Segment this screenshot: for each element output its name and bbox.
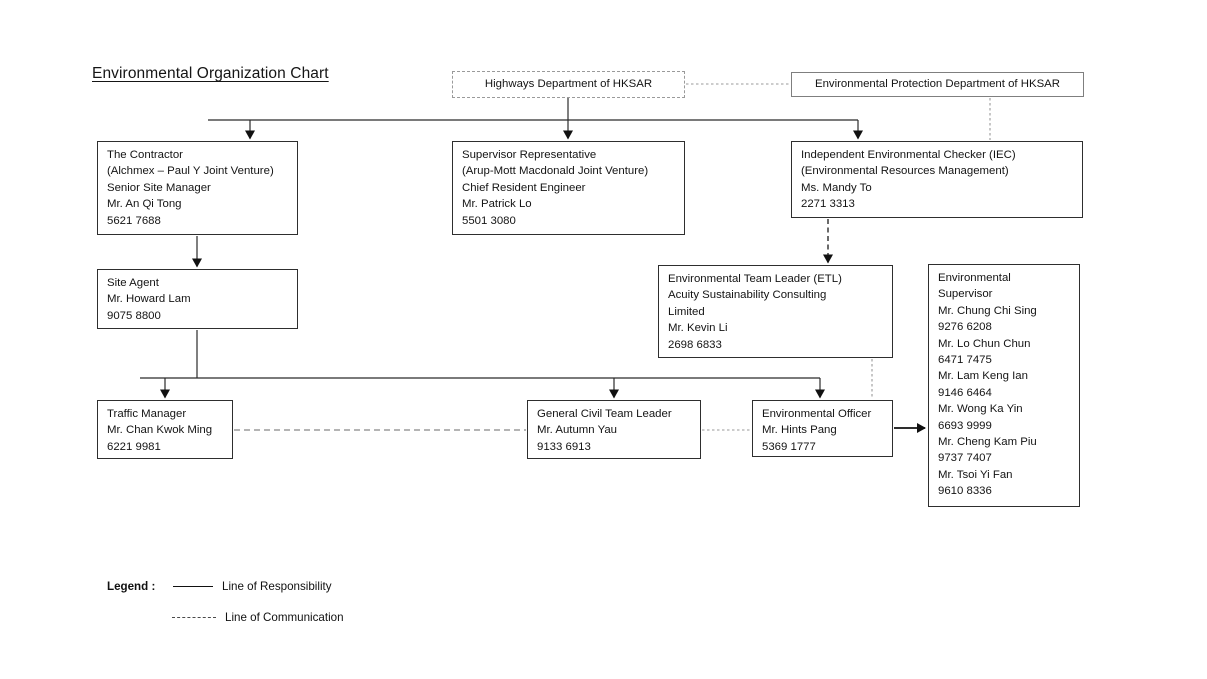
box-text-line: Chief Resident Engineer (462, 181, 586, 194)
box-text-line: Mr. Wong Ka Yin (938, 403, 1023, 416)
box-text-line: (Alchmex – Paul Y Joint Venture) (107, 165, 274, 178)
box-text-line: 5501 3080 (462, 214, 516, 227)
box-text-line: 9737 7407 (938, 452, 992, 465)
box-text-line: Mr. Kevin Li (668, 322, 728, 335)
box-text-line: Mr. Chan Kwok Ming (107, 424, 213, 437)
box-text-line: 5369 1777 (762, 440, 816, 453)
box-text-line: 9146 6464 (938, 386, 992, 399)
box-text-line: Mr. Hints Pang (762, 424, 837, 437)
legend-communication-row: Line of Communication (172, 611, 344, 624)
box-text-line: Mr. Cheng Kam Piu (938, 436, 1037, 449)
box-text-line: Mr. Autumn Yau (537, 424, 617, 437)
legend-communication-label: Line of Communication (225, 611, 344, 624)
box-text-line: Mr. Tsoi Yi Fan (938, 468, 1013, 481)
box-text-line: Environmental Protection Department of H… (814, 78, 1060, 91)
page-title: Environmental Organization Chart (92, 65, 329, 82)
box-text-line: Mr. Patrick Lo (462, 198, 532, 211)
box-highways-department: Highways Department of HKSAR (452, 71, 685, 98)
box-text-line: The Contractor (107, 149, 183, 161)
box-text-line: Mr. Howard Lam (107, 293, 191, 306)
box-text-line: 9610 8336 (938, 485, 992, 498)
box-text-line: 5621 7688 (107, 214, 161, 227)
box-text-line: Environmental Team Leader (ETL) (668, 273, 842, 285)
box-independent-environmental-checker: Independent Environmental Checker (IEC) (… (791, 141, 1083, 218)
legend-responsibility-label: Line of Responsibility (222, 580, 332, 593)
box-text-line: Senior Site Manager (107, 181, 211, 194)
legend-responsibility-row: Line of Responsibility (173, 580, 332, 593)
box-text-line: General Civil Team Leader (537, 408, 672, 420)
box-text-line: Mr. An Qi Tong (107, 198, 182, 211)
box-text-line: 9276 6208 (938, 321, 992, 334)
box-text-line: 6221 9981 (107, 440, 161, 453)
box-text-line: Environmental (938, 272, 1011, 284)
box-text-line: Independent Environmental Checker (IEC) (801, 149, 1016, 161)
box-text-line: 9133 6913 (537, 440, 591, 453)
box-supervisor-representative: Supervisor Representative (Arup-Mott Macd… (452, 141, 685, 235)
box-text-line: Highways Department of HKSAR (484, 78, 653, 91)
box-text-line: Environmental Officer (762, 408, 872, 420)
box-text-line: 6693 9999 (938, 419, 992, 432)
box-environmental-team-leader: Environmental Team Leader (ETL) Acuity Su… (658, 265, 893, 358)
box-contractor: The Contractor (Alchmex – Paul Y Joint Ve… (97, 141, 298, 235)
box-text-line: Acuity Sustainability Consulting (668, 289, 827, 302)
legend-dashed-line-swatch (172, 617, 216, 618)
box-text-line: Supervisor Representative (462, 149, 597, 161)
box-text-line: Traffic Manager (107, 408, 187, 420)
box-text-line: Ms. Mandy To (801, 181, 872, 194)
box-environmental-protection-department: Environmental Protection Department of H… (791, 72, 1084, 97)
box-text-line: 6471 7475 (938, 354, 992, 367)
box-text-line: Site Agent (107, 277, 159, 289)
box-text-line: 2271 3313 (801, 198, 855, 211)
box-text-line: Limited (668, 305, 705, 318)
box-text-line: Mr. Chung Chi Sing (938, 304, 1037, 317)
box-text-line: 2698 6833 (668, 338, 722, 351)
legend-label: Legend : (107, 580, 156, 593)
box-text-line: Mr. Lo Chun Chun (938, 337, 1031, 350)
legend-solid-line-swatch (173, 586, 213, 587)
box-text-line: Mr. Lam Keng Ian (938, 370, 1028, 383)
box-text-line: 9075 8800 (107, 309, 161, 322)
box-text-line: Supervisor (938, 288, 993, 301)
box-text-line: (Environmental Resources Management) (801, 165, 1009, 178)
box-text-line: (Arup-Mott Macdonald Joint Venture) (462, 165, 649, 178)
